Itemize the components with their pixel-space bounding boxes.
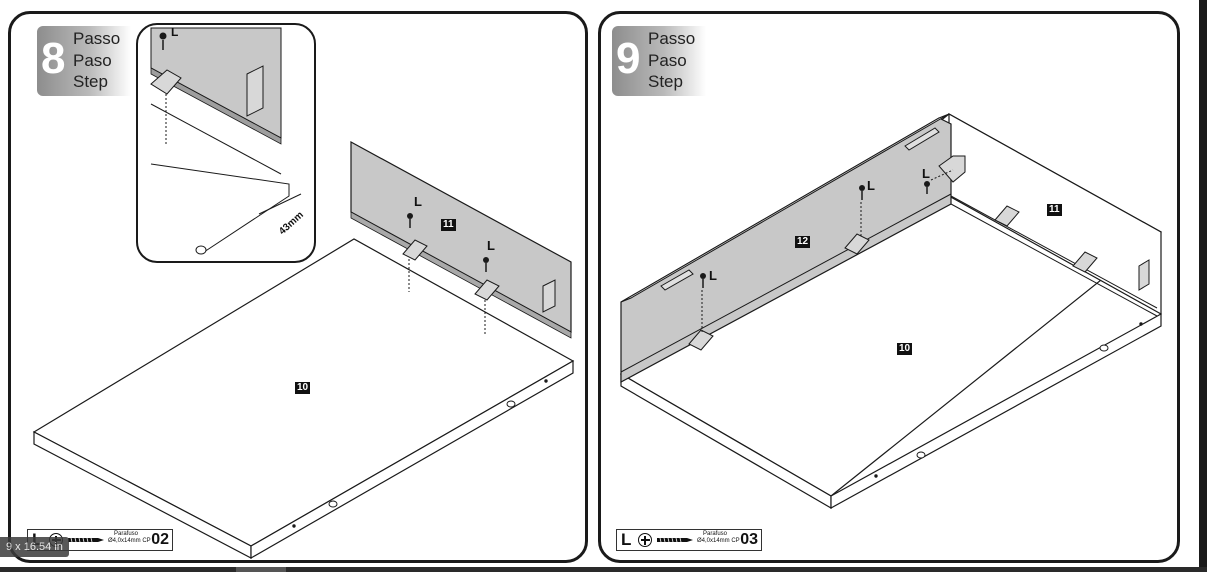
guide-line: [701, 169, 954, 332]
hardware-spec: Ø4,0x14mm CP: [697, 538, 740, 544]
part-tag-10: 10: [295, 382, 311, 394]
step-word-es: Paso: [648, 50, 687, 70]
hardware-spec: Ø4,0x14mm CP: [108, 538, 151, 544]
hardware-qty: 02: [151, 531, 169, 548]
screw-letter-2: L: [867, 178, 875, 193]
rail-line: [950, 203, 1158, 317]
screw-letter-1: L: [414, 194, 422, 209]
part-tag-11: 11: [1047, 204, 1062, 216]
base-board-side-edge: [250, 359, 574, 560]
step-word-pt: Passo: [648, 29, 696, 48]
step-9-number: 9: [616, 34, 641, 83]
horizontal-scrollbar[interactable]: [0, 567, 1207, 572]
step-8-header: 8 Passo Paso Step: [37, 26, 131, 96]
hardware-qty: 03: [740, 531, 758, 548]
hardware-name-text: Parafuso: [703, 531, 728, 537]
step-word-es: Paso: [73, 50, 112, 70]
angle-bracket-icon: [688, 155, 1150, 351]
angle-bracket-icon: [402, 239, 556, 313]
part-tag-12: 12: [795, 236, 811, 248]
inset-screw-letter: L: [171, 25, 179, 39]
screw-letter-1: L: [709, 268, 717, 283]
hardware-name: Parafuso Ø4,0x14mm CP: [108, 531, 151, 545]
cam-lock-icon: [660, 127, 940, 291]
screw-icon: [407, 213, 489, 272]
step-8-number: 8: [41, 34, 66, 83]
screw-icon: [68, 537, 104, 543]
inset-dim-line: [258, 193, 302, 215]
step-8-words: Passo Paso Step: [73, 28, 120, 93]
inset-panel-strip: [150, 67, 282, 145]
hardware-legend: L Parafuso Ø4,0x14mm CP 03: [616, 529, 762, 551]
back-panel-top-edge: [620, 113, 950, 303]
base-board-side-edge: [830, 312, 1162, 510]
window-edge: [1199, 0, 1207, 572]
screw-letter-2: L: [487, 238, 495, 253]
scrollbar-thumb[interactable]: [236, 567, 286, 572]
step-word-pt: Passo: [73, 29, 121, 48]
back-panel-bottom-strip: [350, 211, 572, 339]
inset-board-edge: [150, 103, 282, 175]
hardware-letter: L: [621, 530, 632, 549]
inset-board-corner: [150, 163, 290, 255]
hardware-name: Parafuso Ø4,0x14mm CP: [697, 531, 740, 545]
step-9-words: Passo Paso Step: [648, 28, 695, 93]
inset-bracket: [150, 69, 182, 95]
part-tag-11: 11: [441, 219, 456, 231]
step-word-en: Step: [73, 72, 108, 91]
hardware-name-text: Parafuso: [114, 531, 139, 537]
inset-dowel: [195, 245, 207, 255]
inset-side-bracket: [246, 65, 264, 117]
screw-icon: [657, 537, 693, 543]
part-tag-10: 10: [897, 343, 913, 355]
step-8-illustration: [32, 23, 575, 560]
step-word-en: Step: [648, 72, 683, 91]
guide-line: [408, 259, 486, 334]
step-8-panel: 8 Passo Paso Step: [8, 11, 588, 563]
back-panel-groove: [620, 193, 952, 373]
phillips-icon: [638, 533, 652, 547]
step-9-panel: 9 Passo Paso Step: [598, 11, 1180, 563]
dowel-icon: [874, 322, 1143, 478]
step-9-header: 9 Passo Paso Step: [612, 26, 706, 96]
screw-icon: [700, 181, 930, 288]
rail-line: [950, 195, 1158, 309]
step-9-illustration: [619, 112, 1163, 510]
page-size-status: 9 x 16.54 in: [0, 537, 69, 557]
inset-screw-icon: [159, 32, 167, 40]
screw-letter-3: L: [922, 166, 930, 181]
dowel-icon: [292, 379, 548, 528]
